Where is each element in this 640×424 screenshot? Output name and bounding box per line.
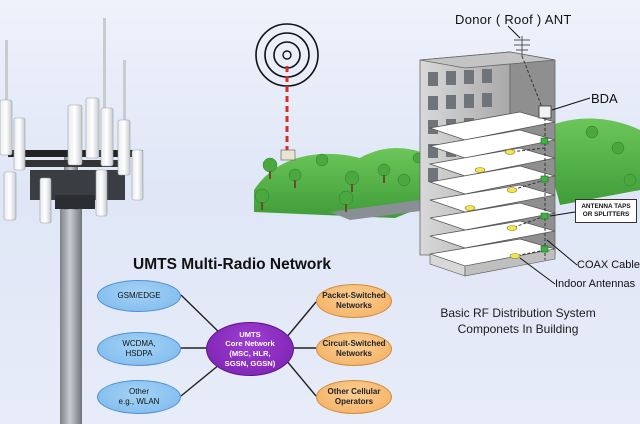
node-other-wlan: Other e.g., WLAN	[97, 380, 181, 414]
indoor-antennas-label: Indoor Antennas	[555, 278, 636, 290]
office-building	[419, 25, 591, 285]
rf-system-caption: Basic RF Distribution System Componets I…	[440, 306, 596, 336]
antenna-splitters	[540, 137, 549, 253]
network-title: UMTS Multi-Radio Network	[133, 256, 332, 273]
coax-cables	[509, 55, 546, 260]
antenna-taps-label: ANTENNA TAPS OR SPLITTERS	[575, 199, 637, 223]
donor-antenna-label: Donor ( Roof ) ANT	[455, 12, 572, 27]
landscape	[254, 118, 640, 220]
cell-tower	[0, 18, 144, 424]
donor-roof-antenna	[514, 36, 530, 56]
donor-site-tower	[255, 23, 319, 161]
node-circuit-switched: Circuit-Switched Networks	[316, 332, 392, 366]
tower-panel-antennas	[0, 97, 144, 224]
coax-cables-label: COAX Cables	[577, 259, 640, 271]
bda-label: BDA	[591, 91, 618, 106]
indoor-antennas	[464, 149, 521, 259]
node-wcdma-hsdpa: WCDMA, HSDPA	[97, 332, 181, 366]
node-umts-core: UMTS Core Network (MSC, HLR, SGSN, GGSN)	[206, 322, 294, 376]
node-packet-switched: Packet-Switched Networks	[316, 284, 392, 318]
bda-unit	[538, 105, 552, 119]
trees	[254, 125, 637, 206]
building-cutaway-floors	[428, 111, 556, 267]
network-links	[180, 294, 317, 397]
node-other-operators: Other Cellular Operators	[316, 380, 392, 414]
callout-lines	[507, 25, 591, 285]
node-gsm-edge: GSM/EDGE	[97, 280, 181, 312]
